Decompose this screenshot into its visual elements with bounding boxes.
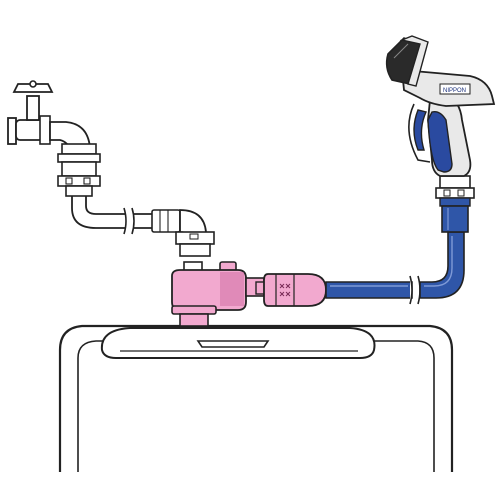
white-hose: [71, 196, 215, 257]
blue-hose-left-segment: [325, 281, 413, 299]
nozzle-trigger-guard: [408, 103, 431, 163]
nozzle-head-groove: [393, 43, 409, 59]
spray-nozzle: NIPPON: [385, 35, 496, 233]
hose-ferrule: [151, 209, 181, 233]
nozzle-coupler-sleeve: [441, 205, 469, 233]
nozzle-label-plate: [439, 83, 471, 95]
coupler-window-left: [65, 177, 73, 185]
valve-base-nut: [179, 313, 209, 327]
valve-base-flange: [171, 305, 217, 315]
coupler-body: [61, 161, 97, 177]
nozzle-head-ring: [399, 35, 429, 87]
blue-hose-highlight-right: [424, 236, 453, 287]
white-hose-tail: [134, 213, 152, 229]
faucet-stem: [26, 95, 40, 121]
blue-hose-break-left: [409, 275, 413, 305]
coupler-bottom: [65, 185, 93, 197]
white-hose-tube: [71, 196, 126, 229]
nozzle-trigger: [413, 109, 427, 151]
nozzle-coupler-ring: [439, 197, 471, 207]
elbow-nut-window: [189, 233, 199, 240]
faucet-hose-coupler: [57, 143, 101, 197]
coupler-band: [57, 153, 101, 163]
blue-hose: [325, 231, 465, 305]
pink-quick-connector: [263, 273, 327, 307]
connector-grip-marks: [279, 283, 291, 297]
nozzle-coupler-band: [435, 187, 475, 199]
faucet-handle: [12, 83, 54, 93]
white-hose-break-left: [123, 207, 127, 235]
faucet-wall-flange: [7, 117, 17, 145]
nozzle-brand-label: NIPPON: [443, 88, 466, 94]
elbow-nut-body: [179, 243, 211, 257]
coupler-top-ring: [61, 143, 97, 155]
faucet: [7, 80, 91, 155]
tank-body: [58, 324, 454, 472]
pink-valve-assembly: [171, 261, 267, 327]
coupler-window-right: [83, 177, 91, 185]
coupler-grip: [57, 175, 101, 187]
nozzle-hose-coupler: [439, 175, 471, 189]
water-tank: [58, 324, 454, 472]
connector-body: [263, 273, 327, 307]
nozzle-coupler-window-1: [443, 189, 451, 197]
faucet-nut: [39, 115, 51, 145]
valve-body-shade: [220, 272, 244, 306]
faucet-handle-knob: [29, 80, 37, 88]
nozzle-coupler-window-2: [457, 189, 465, 197]
white-hose-break-right: [131, 207, 135, 235]
blue-hose-right-segment: [419, 231, 465, 299]
tank-lid-slot: [196, 340, 270, 348]
nozzle-grip: [427, 110, 453, 173]
